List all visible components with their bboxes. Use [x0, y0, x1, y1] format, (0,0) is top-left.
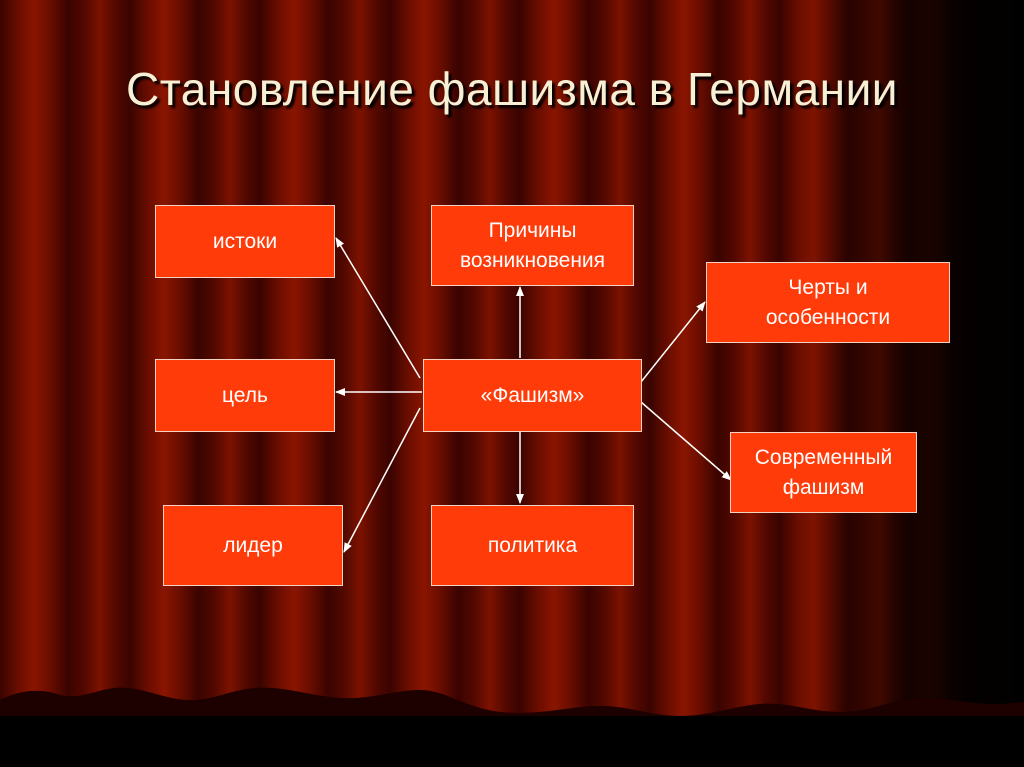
node-politika-label: политика	[487, 533, 578, 557]
node-prichiny-line-1: Причины	[488, 218, 577, 242]
arrow-to-cherty	[640, 301, 706, 383]
node-sovremenny: Современный фашизм	[730, 432, 917, 513]
arrow-to-sovremenny	[640, 401, 732, 481]
node-cherty-line-2: особенности	[765, 305, 891, 329]
node-politika: политика	[431, 505, 634, 586]
curtain-bottom-shade	[0, 687, 1024, 716]
node-sovremenny-line-1: Современный	[754, 445, 893, 469]
arrow-to-istoki	[335, 237, 421, 379]
node-center-label: «Фашизм»	[480, 383, 585, 407]
node-prichiny-line-2: возникновения	[459, 248, 606, 272]
node-tsel-label: цель	[222, 383, 268, 407]
node-tsel: цель	[155, 359, 335, 432]
node-prichiny: Причины возникновения	[431, 205, 634, 286]
node-cherty: Черты и особенности	[706, 262, 950, 343]
page-title: Становление фашизма в Германии	[126, 63, 898, 115]
arrow-to-lider	[343, 407, 421, 553]
node-lider-label: лидер	[223, 533, 283, 557]
node-cherty-line-1: Черты и	[788, 275, 868, 299]
node-sovremenny-line-2: фашизм	[782, 475, 865, 499]
node-lider: лидер	[163, 505, 343, 586]
node-center-fashizm: «Фашизм»	[423, 359, 642, 432]
node-istoki-label: истоки	[212, 229, 278, 253]
node-istoki: истоки	[155, 205, 335, 278]
